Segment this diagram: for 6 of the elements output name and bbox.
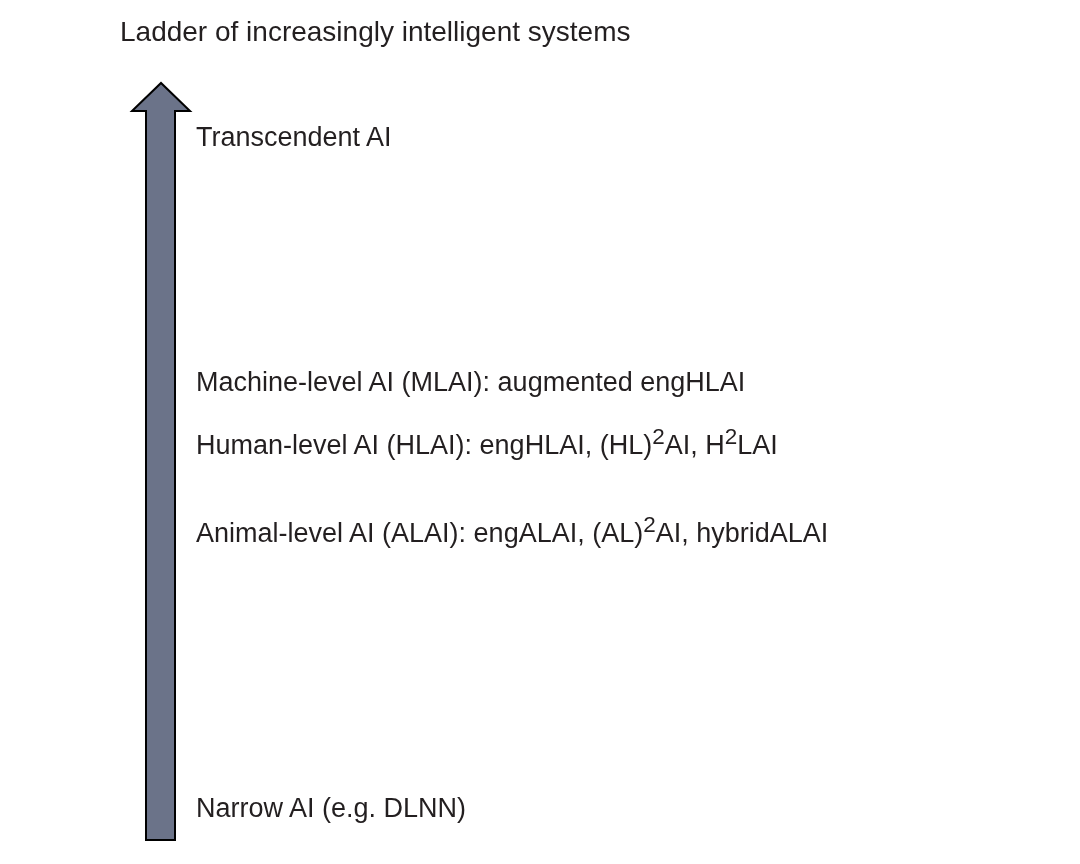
level-label: Transcendent AI: [196, 121, 392, 153]
level-label: Human-level AI (HLAI): engHLAI, (HL)$^{2}$AI, H$^{2}$LAI: [196, 423, 778, 461]
level-label: Machine-level AI (MLAI): augmented engHLAI: [196, 366, 746, 398]
level-label: Animal-level AI (ALAI): engALAI, (AL)$^{2}$AI, hybridALAI: [196, 511, 829, 549]
diagram-title: Ladder of increasingly intelligent systems: [120, 16, 631, 48]
level-label: Narrow AI (e.g. DLNN): [196, 792, 467, 824]
